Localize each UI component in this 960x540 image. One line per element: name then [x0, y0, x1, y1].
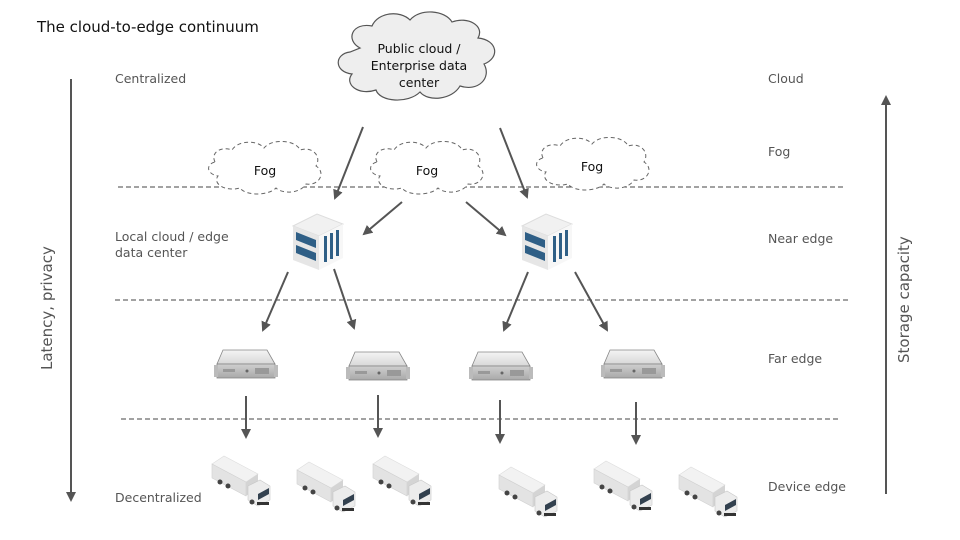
- public-cloud-label-line1: Public cloud /: [377, 41, 461, 56]
- arrow-dc1-to-server1: [261, 271, 289, 332]
- arrow-dc2-to-server3: [502, 271, 529, 332]
- fog-label-3: Fog: [580, 159, 604, 174]
- local-cloud-label-line2: data center: [115, 245, 188, 260]
- storage-axis-label: Storage capacity: [895, 236, 913, 363]
- arrow-fog-to-dc2: [465, 201, 507, 237]
- truck-icon: [498, 466, 558, 518]
- local-cloud-label: Local cloud / edge data center: [115, 229, 229, 261]
- arrow-dc2-to-server4: [574, 271, 608, 332]
- data-center-icon: [291, 213, 345, 270]
- arrow-cloud-to-dc2: [499, 127, 529, 199]
- arrow-fog-to-dc1: [362, 201, 403, 236]
- tier-label-device-edge: Device edge: [768, 479, 846, 494]
- tier-label-fog: Fog: [768, 144, 791, 159]
- tier-label-near-edge: Near edge: [768, 231, 834, 246]
- server-icon: [346, 351, 410, 381]
- decentralized-label: Decentralized: [115, 490, 202, 505]
- server-icon: [214, 349, 278, 379]
- latency-axis-label: Latency, privacy: [38, 246, 56, 370]
- truck-icon: [211, 455, 271, 507]
- truck-icon: [678, 466, 738, 518]
- diagram-title: The cloud-to-edge continuum: [37, 18, 259, 36]
- server-icon: [469, 351, 533, 381]
- fog-cloud-shape-1: [208, 141, 322, 195]
- tier-label-cloud: Cloud: [768, 71, 804, 86]
- public-cloud-label: Public cloud / Enterprise data center: [359, 40, 479, 91]
- arrow-cloud-to-dc1: [333, 126, 364, 200]
- tier-label-far-edge: Far edge: [768, 351, 823, 366]
- centralized-label: Centralized: [115, 71, 187, 86]
- server-icon: [601, 349, 665, 379]
- public-cloud-label-line3: center: [398, 75, 440, 90]
- fog-label-1: Fog: [253, 163, 277, 178]
- truck-icon: [593, 460, 653, 512]
- public-cloud-label-line2: Enterprise data: [370, 58, 468, 73]
- public-cloud-shape: [337, 11, 496, 101]
- local-cloud-label-line1: Local cloud / edge: [115, 229, 229, 244]
- truck-icon: [372, 455, 432, 507]
- arrow-dc1-to-server2: [333, 268, 357, 330]
- fog-cloud-shape-3: [536, 137, 650, 191]
- fog-cloud-shape-2: [370, 141, 484, 195]
- data-center-icon: [520, 213, 574, 270]
- truck-icon: [296, 461, 356, 513]
- fog-label-2: Fog: [415, 163, 439, 178]
